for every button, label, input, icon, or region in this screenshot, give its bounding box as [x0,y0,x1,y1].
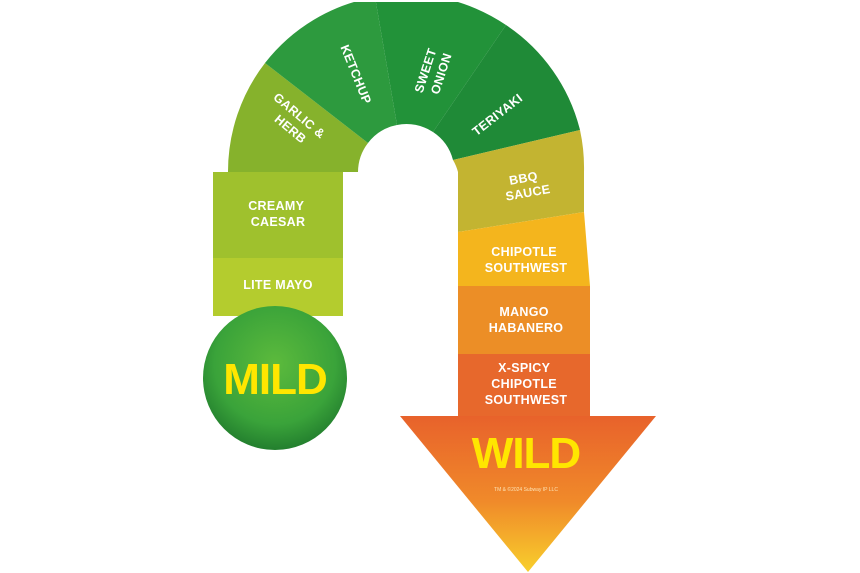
legal-text: TM & ©2024 Subway IP LLC [494,486,558,493]
mild-circle [203,306,347,450]
segment-teriyaki [433,25,580,160]
label-x-spicy: X-SPICY CHIPOTLE SOUTHWEST [485,361,568,407]
wild-label: WILD [472,429,580,478]
label-creamy-caesar: CREAMY CAESAR [248,199,308,229]
label-lite-mayo: LITE MAYO [243,278,313,292]
segment-x-spicy [458,354,590,416]
segment-bbq-sauce [453,130,585,232]
label-chipotle-southwest: CHIPOTLE SOUTHWEST [485,245,568,275]
segment-garlic-herb [227,63,368,172]
wild-arrow [400,416,656,572]
mild-label: MILD [223,355,327,404]
segment-creamy-caesar [213,172,343,258]
segment-ketchup [265,0,397,143]
segment-mango-habanero [458,286,590,354]
label-mango-habanero: MANGO HABANERO [489,305,564,335]
segment-sweet-onion [375,0,506,132]
segment-chipotle-southwest [458,212,590,286]
